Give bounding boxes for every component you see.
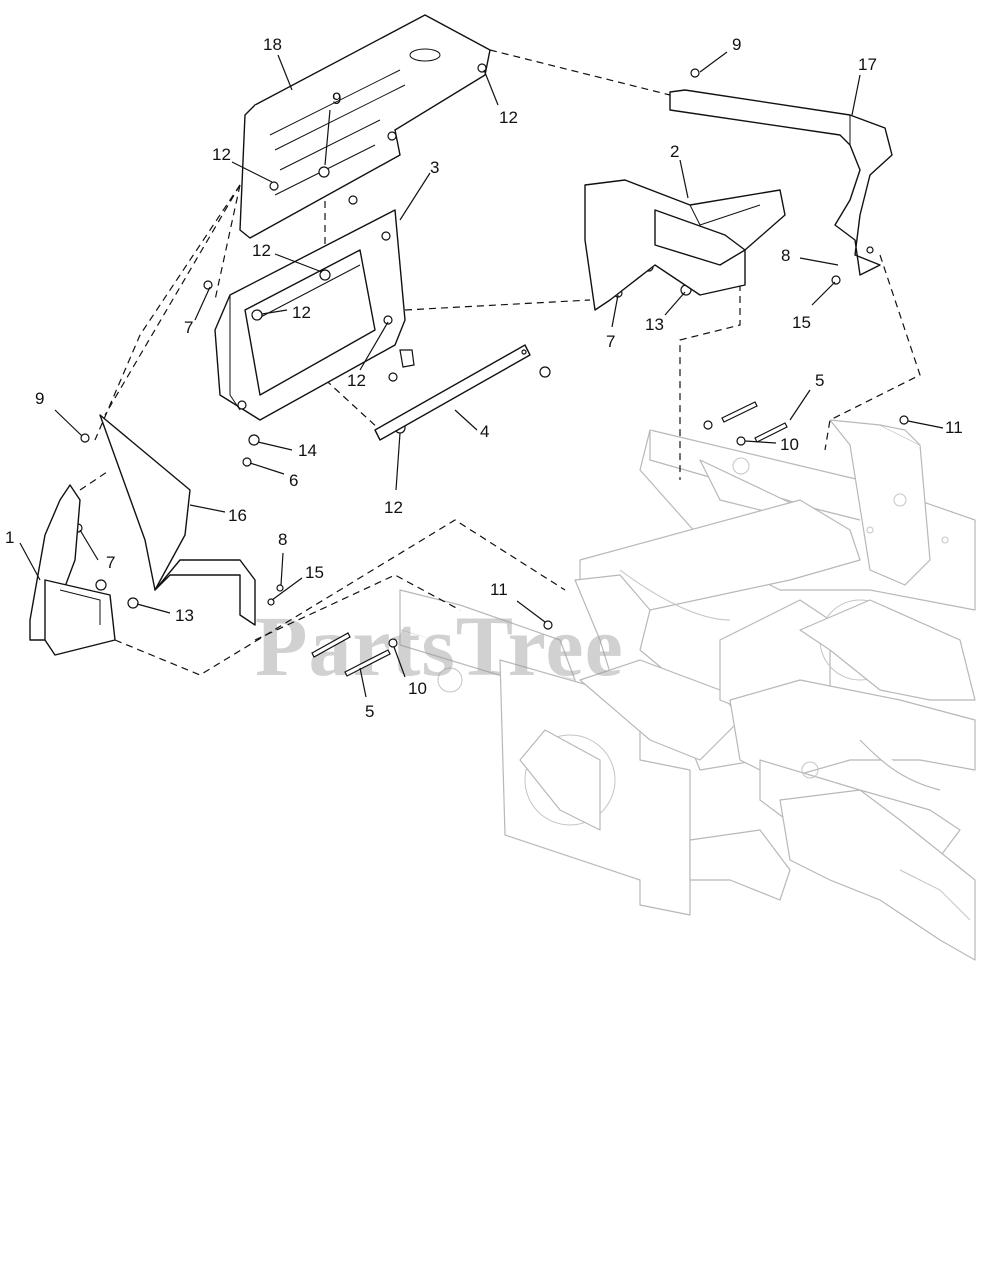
callout-5: 5: [815, 371, 824, 390]
callout-17: 17: [858, 55, 877, 74]
callout-9: 9: [732, 35, 741, 54]
callout-3: 3: [430, 158, 439, 177]
callout-13: 13: [175, 606, 194, 625]
callout-7: 7: [606, 332, 615, 351]
callout-16: 16: [228, 506, 247, 525]
leader-lines: [19, 51, 944, 698]
callout-11: 11: [945, 418, 963, 437]
callout-12: 12: [212, 145, 231, 164]
watermark: PartsTree: [255, 598, 624, 694]
callout-7: 7: [106, 553, 115, 572]
callout-18: 18: [263, 35, 282, 54]
callout-11: 11: [490, 580, 508, 599]
callout-labels: 18 9 9 9 17 12 12 12 12 12 12 3 2 8 8 15…: [5, 35, 963, 721]
callout-2: 2: [670, 142, 679, 161]
callout-7: 7: [184, 318, 193, 337]
part-2-bracket[interactable]: [584, 179, 786, 311]
callout-14: 14: [298, 441, 317, 460]
callout-15: 15: [792, 313, 811, 332]
callout-1: 1: [5, 528, 14, 547]
callout-12: 12: [499, 108, 518, 127]
callout-15: 15: [305, 563, 324, 582]
callout-8: 8: [781, 246, 790, 265]
part-17-panel[interactable]: [669, 89, 893, 276]
callout-4: 4: [480, 422, 489, 441]
part-16-panel[interactable]: [99, 414, 256, 626]
callout-8: 8: [278, 530, 287, 549]
mower-frame: [399, 419, 976, 961]
part-4-strip[interactable]: [374, 344, 531, 441]
callout-13: 13: [645, 315, 664, 334]
part-3-panel[interactable]: [214, 209, 406, 421]
callout-12: 12: [347, 371, 366, 390]
callout-12: 12: [252, 241, 271, 260]
callout-5: 5: [365, 702, 374, 721]
callout-10: 10: [780, 435, 799, 454]
callout-12: 12: [384, 498, 403, 517]
callout-9: 9: [35, 389, 44, 408]
callout-10: 10: [408, 679, 427, 698]
callout-6: 6: [289, 471, 298, 490]
part-1-bracket[interactable]: [29, 484, 116, 656]
callout-9: 9: [332, 89, 341, 108]
callout-12: 12: [292, 303, 311, 322]
